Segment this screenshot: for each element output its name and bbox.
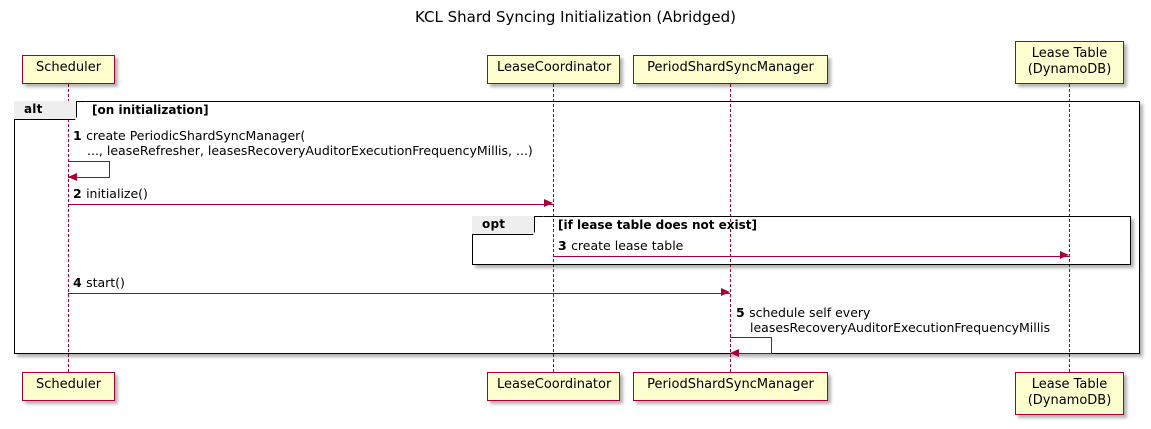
participant-label-line1: Lease Table [1031, 377, 1108, 392]
message-3-arrow-line [553, 256, 1069, 257]
message-1-text-line2: ..., leaseRefresher, leasesRecoveryAudit… [87, 143, 533, 158]
fragment-opt-label: opt [482, 217, 506, 231]
participant-label-line2: (DynamoDB) [1027, 62, 1112, 77]
message-3-arrowhead-icon [1060, 251, 1069, 259]
message-5-text-line2-wrap: leasesRecoveryAuditorExecutionFrequencyM… [736, 320, 1050, 335]
lifeline-periodshardsyncmanager [730, 84, 731, 372]
message-1-arrowhead-icon [68, 173, 77, 181]
message-4-label: 4 start() [73, 275, 125, 290]
participant-periodshardsyncmanager-bottom[interactable]: PeriodShardSyncManager [633, 372, 828, 401]
message-1-text-line2-wrap: ..., leaseRefresher, leasesRecoveryAudit… [73, 143, 533, 158]
fragment-alt [14, 101, 1140, 354]
participant-leasecoordinator-top[interactable]: LeaseCoordinator [487, 55, 620, 84]
participant-label-line1: Lease Table [1031, 46, 1108, 61]
message-5-text-line1: schedule self every [749, 305, 871, 320]
lifeline-leasetable [1069, 84, 1070, 372]
message-3-label: 3 create lease table [558, 238, 683, 253]
participant-label: PeriodShardSyncManager [647, 60, 814, 75]
message-2-number: 2 [73, 186, 87, 201]
fragment-opt-guard: [if lease table does not exist] [558, 218, 758, 232]
participant-label: LeaseCoordinator [497, 60, 612, 75]
lifeline-scheduler [68, 84, 69, 372]
message-2-arrowhead-icon [544, 199, 553, 207]
fragment-alt-label: alt [24, 102, 43, 116]
fragment-opt [472, 216, 1131, 265]
participant-periodshardsyncmanager-top[interactable]: PeriodShardSyncManager [633, 55, 828, 84]
participant-leasecoordinator-bottom[interactable]: LeaseCoordinator [487, 372, 620, 401]
lifeline-leasecoordinator [553, 84, 554, 372]
page-title: KCL Shard Syncing Initialization (Abridg… [415, 8, 736, 26]
message-1-label: 1 create PeriodicShardSyncManager( [73, 128, 305, 143]
participant-label: LeaseCoordinator [497, 377, 612, 392]
message-4-text: start() [86, 275, 125, 290]
fragment-alt-guard: [on initialization] [92, 103, 209, 117]
message-4-number: 4 [73, 275, 87, 290]
message-5-arrowhead-icon [730, 349, 739, 357]
fragment-tab-corner-icon [533, 216, 544, 235]
participant-leasetable-bottom[interactable]: Lease Table (DynamoDB) [1015, 372, 1124, 415]
participant-label-line2: (DynamoDB) [1027, 393, 1112, 408]
participant-label: Scheduler [35, 60, 102, 75]
participant-label: PeriodShardSyncManager [647, 377, 814, 392]
message-1-number: 1 [73, 128, 87, 143]
participant-label: Scheduler [35, 377, 102, 392]
message-1-self-loop [68, 161, 110, 178]
participant-scheduler-top[interactable]: Scheduler [22, 55, 115, 84]
message-4-arrow-line [68, 293, 730, 294]
message-2-label: 2 initialize() [73, 186, 148, 201]
message-3-number: 3 [558, 238, 572, 253]
message-2-text: initialize() [86, 186, 148, 201]
message-5-number: 5 [736, 305, 750, 320]
message-5-self-loop [730, 337, 772, 354]
fragment-tab-corner-icon [75, 101, 86, 120]
message-5-text-line2: leasesRecoveryAuditorExecutionFrequencyM… [750, 320, 1051, 335]
message-2-arrow-line [68, 204, 553, 205]
fragment-alt-tab: alt [14, 101, 86, 120]
participant-leasetable-top[interactable]: Lease Table (DynamoDB) [1015, 41, 1124, 84]
message-1-text-line1: create PeriodicShardSyncManager( [86, 128, 306, 143]
fragment-opt-tab: opt [472, 216, 544, 235]
message-4-arrowhead-icon [721, 288, 730, 296]
participant-scheduler-bottom[interactable]: Scheduler [22, 372, 115, 401]
message-5-label: 5 schedule self every [736, 305, 870, 320]
message-3-text: create lease table [571, 238, 684, 253]
